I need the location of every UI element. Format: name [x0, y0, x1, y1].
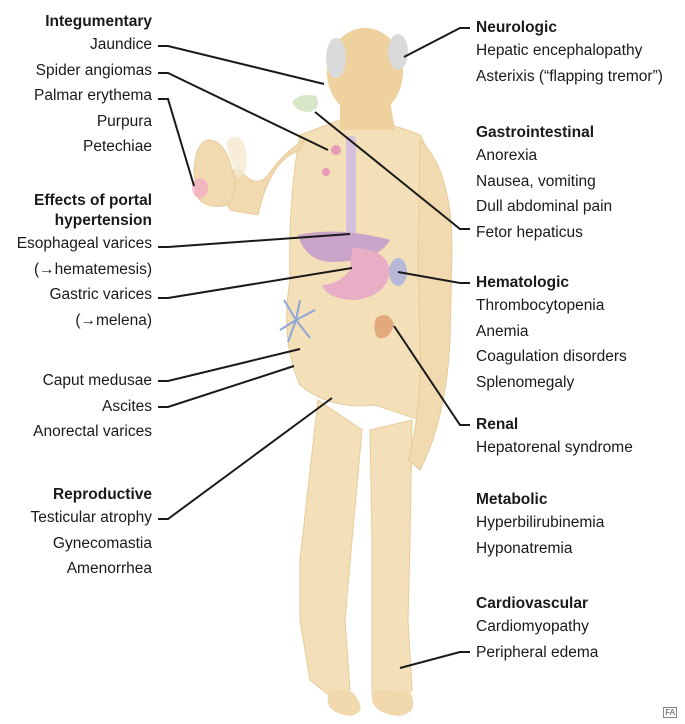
- leader-spider-angiomas: [158, 73, 328, 150]
- leader-hematologic: [398, 272, 470, 283]
- integumentary-item: Palmar erythema: [34, 83, 152, 109]
- hematologic-item: Thrombocytopenia: [476, 293, 627, 319]
- metabolic-group: Metabolic Hyperbilirubinemia Hyponatremi…: [476, 490, 604, 561]
- hematologic-item: Coagulation disorders: [476, 344, 627, 370]
- integumentary-item: Petechiae: [34, 134, 152, 160]
- integumentary-item: Jaundice: [34, 32, 152, 58]
- renal-group: Renal Hepatorenal syndrome: [476, 415, 633, 461]
- reproductive-item: Amenorrhea: [31, 556, 152, 582]
- reproductive-item: Testicular atrophy: [31, 505, 152, 531]
- gastrointestinal-item: Anorexia: [476, 143, 612, 169]
- metabolic-heading: Metabolic: [476, 490, 604, 510]
- leader-fetor-hepaticus: [315, 112, 470, 229]
- leader-gastric-varices: [158, 268, 352, 298]
- neurologic-item: Hepatic encephalopathy: [476, 38, 663, 64]
- leader-jaundice: [158, 46, 324, 84]
- leader-neurologic: [404, 28, 470, 57]
- cardiovascular-item: Cardiomyopathy: [476, 614, 598, 640]
- portal-heading-line1: Effects of portal: [17, 191, 152, 211]
- portal-item: (→hematemesis): [17, 257, 152, 283]
- hematologic-item: Anemia: [476, 319, 627, 345]
- portal-item: Esophageal varices: [17, 231, 152, 257]
- cardiovascular-group: Cardiovascular Cardiomyopathy Peripheral…: [476, 594, 598, 665]
- gastrointestinal-group: Gastrointestinal Anorexia Nausea, vomiti…: [476, 123, 612, 245]
- corner-watermark: FA: [663, 707, 677, 718]
- hematologic-group: Hematologic Thrombocytopenia Anemia Coag…: [476, 273, 627, 395]
- leader-caput-medusae: [158, 349, 300, 381]
- leader-renal: [394, 326, 470, 425]
- abdominal-item: Ascites: [33, 394, 152, 420]
- leader-esophageal-varices: [158, 234, 350, 247]
- abdominal-group: Caput medusae Ascites Anorectal varices: [33, 368, 152, 445]
- integumentary-item: Purpura: [34, 109, 152, 135]
- reproductive-item: Gynecomastia: [31, 531, 152, 557]
- renal-item: Hepatorenal syndrome: [476, 435, 633, 461]
- hematologic-item: Splenomegaly: [476, 370, 627, 396]
- gastrointestinal-heading: Gastrointestinal: [476, 123, 612, 143]
- reproductive-group: Reproductive Testicular atrophy Gynecoma…: [31, 485, 152, 582]
- neurologic-group: Neurologic Hepatic encephalopathy Asteri…: [476, 18, 663, 89]
- portal-hypertension-group: Effects of portal hypertension Esophagea…: [17, 191, 152, 333]
- gastrointestinal-item: Fetor hepaticus: [476, 220, 612, 246]
- cardiovascular-heading: Cardiovascular: [476, 594, 598, 614]
- gastrointestinal-item: Dull abdominal pain: [476, 194, 612, 220]
- leader-ascites: [158, 366, 294, 407]
- gastrointestinal-item: Nausea, vomiting: [476, 169, 612, 195]
- cardiovascular-item: Peripheral edema: [476, 640, 598, 666]
- abdominal-item: Caput medusae: [33, 368, 152, 394]
- metabolic-item: Hyponatremia: [476, 536, 604, 562]
- leader-palmar-erythema: [158, 99, 194, 186]
- leader-testicular-atrophy: [158, 398, 332, 519]
- portal-item: (→melena): [17, 308, 152, 334]
- portal-heading-line2: hypertension: [17, 211, 152, 231]
- neurologic-heading: Neurologic: [476, 18, 663, 38]
- metabolic-item: Hyperbilirubinemia: [476, 510, 604, 536]
- integumentary-group: Integumentary Jaundice Spider angiomas P…: [34, 12, 152, 160]
- integumentary-item: Spider angiomas: [34, 58, 152, 84]
- neurologic-item: Asterixis (“flapping tremor”): [476, 64, 663, 90]
- renal-heading: Renal: [476, 415, 633, 435]
- hematologic-heading: Hematologic: [476, 273, 627, 293]
- reproductive-heading: Reproductive: [31, 485, 152, 505]
- abdominal-item: Anorectal varices: [33, 419, 152, 445]
- portal-item: Gastric varices: [17, 282, 152, 308]
- leader-peripheral-edema: [400, 652, 470, 668]
- integumentary-heading: Integumentary: [34, 12, 152, 32]
